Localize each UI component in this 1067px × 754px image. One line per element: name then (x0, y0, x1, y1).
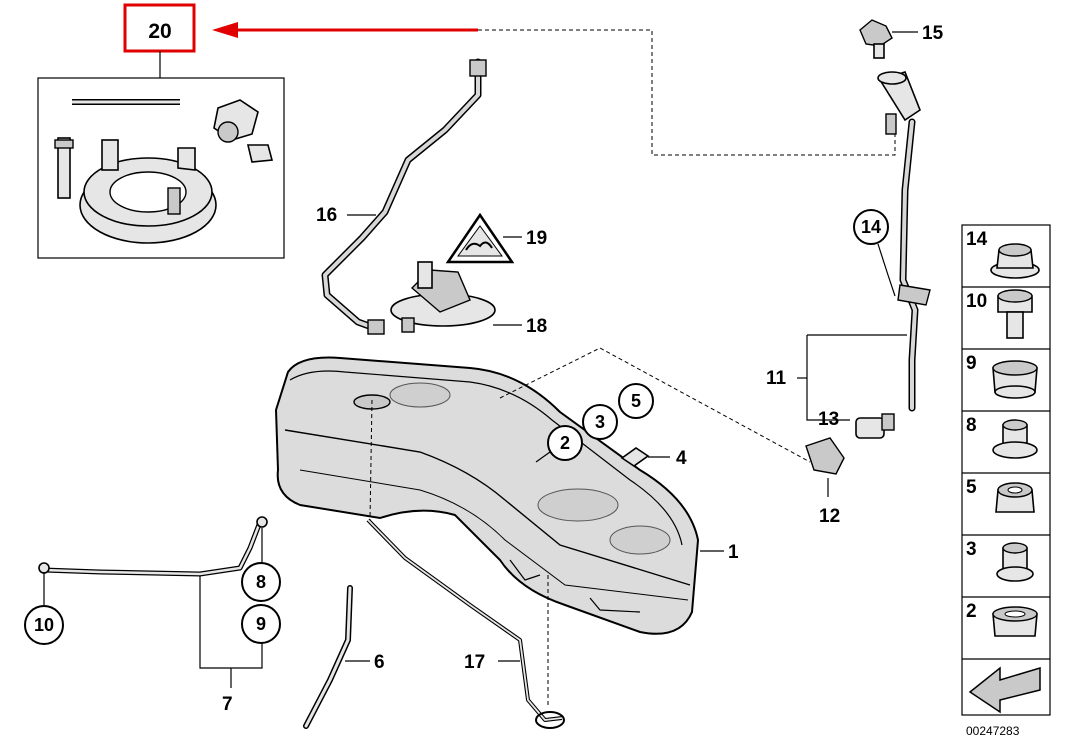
part-18-fuel-sensor[interactable] (390, 261, 496, 333)
label-7: 7 (222, 694, 233, 715)
fastener-label-10: 10 (966, 291, 987, 312)
label-5: 5 (631, 391, 641, 411)
part-7-tension-strap[interactable] (38, 516, 268, 577)
fastener-item-14[interactable]: 14 (966, 229, 1040, 279)
part-9-callout[interactable]: 9 (241, 604, 281, 644)
label-1: 1 (728, 542, 739, 563)
part-3-callout[interactable]: 3 (582, 404, 618, 440)
fastener-label-8: 8 (966, 415, 977, 436)
part-14-callout[interactable]: 14 (853, 209, 889, 245)
fastener-item-5[interactable]: 5 (966, 477, 1035, 513)
fastener-item-2[interactable]: 2 (966, 601, 1038, 637)
label-18: 18 (526, 316, 547, 337)
label-8: 8 (256, 572, 266, 592)
label-17: 17 (464, 652, 485, 673)
label-20: 20 (148, 20, 171, 43)
label-3: 3 (595, 412, 605, 432)
leader-20-filler (478, 29, 896, 156)
part-6-strap[interactable] (303, 585, 353, 729)
part-1-fuel-tank[interactable] (274, 356, 700, 635)
reference-number: 00247283 (966, 724, 1020, 738)
fastener-item-3[interactable]: 3 (966, 539, 1034, 582)
part-17-line[interactable] (366, 518, 565, 729)
arrow-left-icon[interactable] (968, 666, 1041, 714)
label-10: 10 (34, 615, 54, 635)
label-14: 14 (861, 217, 881, 237)
label-11: 11 (766, 368, 787, 389)
part-4-pad[interactable] (620, 447, 650, 467)
part-19-warning-label[interactable] (445, 212, 515, 264)
label-16: 16 (316, 205, 337, 226)
fastener-label-5: 5 (966, 477, 977, 498)
part-8-callout[interactable]: 8 (241, 562, 281, 602)
fastener-label-3: 3 (966, 539, 977, 560)
label-13: 13 (818, 409, 839, 430)
label-19: 19 (526, 228, 547, 249)
leader-tank-filler (499, 347, 811, 463)
fastener-label-14: 14 (966, 229, 988, 250)
part-20-kit-box (37, 77, 285, 259)
label-6: 6 (374, 652, 385, 673)
filler-neck[interactable] (877, 71, 931, 412)
part-13-valve[interactable] (855, 413, 895, 439)
label-9: 9 (256, 614, 266, 634)
fastener-item-10[interactable]: 10 (966, 289, 1033, 339)
label-12: 12 (819, 506, 840, 527)
part-20-highlight[interactable]: 20 (123, 3, 196, 53)
part-2-callout[interactable]: 2 (547, 425, 583, 461)
red-arrow (212, 22, 478, 38)
part-16-vent-line[interactable] (321, 58, 487, 335)
part-5-callout[interactable]: 5 (618, 383, 654, 419)
part-10-callout[interactable]: 10 (24, 605, 64, 645)
fastener-item-9[interactable]: 9 (966, 353, 1038, 399)
label-15: 15 (922, 23, 944, 44)
part-12-clamp[interactable] (805, 437, 845, 475)
part-15-filler-cap[interactable] (859, 19, 893, 59)
fastener-label-2: 2 (966, 601, 977, 622)
label-4: 4 (676, 448, 687, 469)
fastener-label-9: 9 (966, 353, 977, 374)
fastener-item-8[interactable]: 8 (966, 415, 1038, 459)
label-2: 2 (560, 433, 570, 453)
